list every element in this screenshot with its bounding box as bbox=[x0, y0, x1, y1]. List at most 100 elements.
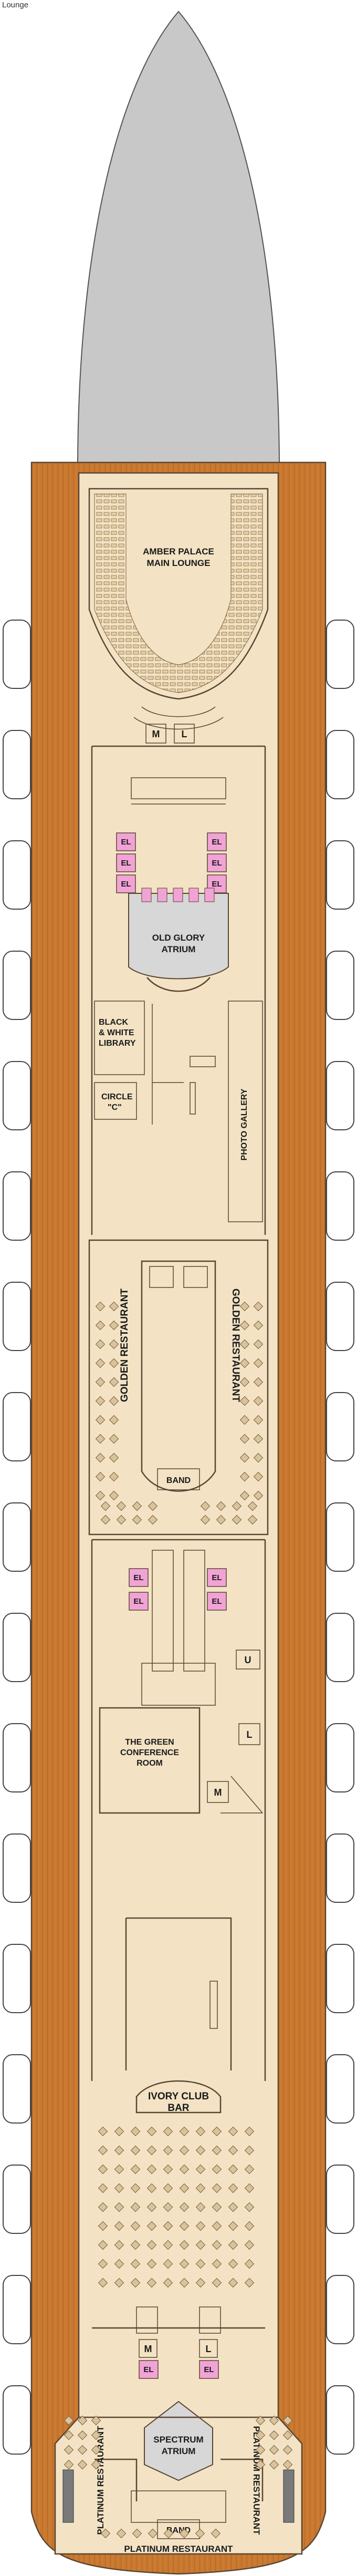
bow-section bbox=[77, 11, 280, 463]
lifeboat-icon bbox=[3, 1502, 31, 1572]
lifeboat-icon bbox=[3, 1723, 31, 1792]
lifeboat-icon bbox=[326, 620, 354, 689]
elevator-label: EL bbox=[212, 1573, 222, 1582]
lifeboat-icon bbox=[326, 1944, 354, 2013]
deck-title: Lounge bbox=[2, 1, 28, 9]
lifeboat-icon bbox=[3, 2165, 31, 2234]
lifeboat-icon bbox=[3, 1944, 31, 2013]
platinum-restaurant-label-left: PLATINUM RESTAURANT bbox=[96, 2426, 106, 2535]
ship-interior bbox=[54, 472, 303, 2555]
elevator-label: EL bbox=[212, 880, 222, 889]
circle-c-label-1: CIRCLE bbox=[101, 1093, 133, 1101]
lifeboat-icon bbox=[326, 1392, 354, 1461]
elevator-label: EL bbox=[204, 2365, 214, 2374]
restrooms-forward: M L bbox=[145, 724, 195, 744]
elevator-label: EL bbox=[143, 2365, 153, 2374]
old-glory-atrium: OLD GLORY ATRIUM bbox=[128, 888, 229, 992]
ivory-club-bar: IVORY CLUB BAR bbox=[98, 1917, 255, 2288]
lifeboat-icon bbox=[326, 1833, 354, 1903]
golden-band-label: BAND bbox=[166, 1476, 191, 1485]
lifeboat-icon bbox=[326, 730, 354, 799]
elevator-icon: EL bbox=[207, 1568, 227, 1587]
lifeboat-icon bbox=[3, 1392, 31, 1461]
men-restroom-fwd: M bbox=[152, 729, 160, 739]
stairs-aft bbox=[92, 2306, 265, 2334]
green-room-label-3: ROOM bbox=[136, 1759, 163, 1768]
lifeboat-icon bbox=[326, 840, 354, 910]
lifeboat-icon bbox=[326, 1282, 354, 1351]
lifeboat-icon bbox=[3, 2275, 31, 2344]
lifeboat-icon bbox=[3, 1833, 31, 1903]
mid-services: U bbox=[91, 1539, 266, 2081]
lifeboat-icon bbox=[3, 1061, 31, 1130]
elevator-icon: EL bbox=[129, 1592, 149, 1611]
lifeboat-icon bbox=[3, 2054, 31, 2124]
elevators-aft: EL EL bbox=[139, 2360, 219, 2379]
amber-palace-label-1: AMBER PALACE bbox=[143, 547, 214, 557]
elevator-icon: EL bbox=[116, 874, 136, 893]
elevator-icon: EL bbox=[207, 1592, 227, 1611]
elevator-icon: EL bbox=[116, 832, 136, 851]
ladies-restroom-mid: L bbox=[247, 1729, 253, 1740]
lifeboat-icon bbox=[326, 2165, 354, 2234]
lifeboat-icon bbox=[3, 1171, 31, 1241]
lifeboat-icon bbox=[3, 951, 31, 1020]
spectrum-label-1: SPECTRUM bbox=[153, 2435, 203, 2445]
elevator-icon: EL bbox=[129, 1568, 149, 1587]
unisex-restroom: U bbox=[245, 1655, 251, 1665]
lifeboats bbox=[3, 620, 354, 2455]
green-room-label-1: THE GREEN bbox=[125, 1738, 174, 1747]
elevator-label: EL bbox=[212, 1597, 222, 1606]
library-label-1: BLACK bbox=[99, 1018, 128, 1027]
platinum-restaurant: BAND PLATINUM RESTAURANT PLATINUM RESTAU… bbox=[62, 2415, 295, 2554]
lifeboat-icon bbox=[326, 2275, 354, 2344]
library-label-3: LIBRARY bbox=[99, 1039, 136, 1048]
lifeboat-icon bbox=[326, 1613, 354, 1682]
golden-restaurant-label-left: GOLDEN RESTAURANT bbox=[119, 1289, 130, 1402]
lifeboat-icon bbox=[3, 730, 31, 799]
men-restroom-mid: M bbox=[214, 1787, 222, 1798]
photo-gallery-label: PHOTO GALLERY bbox=[240, 1088, 249, 1160]
lifeboat-icon bbox=[326, 1061, 354, 1130]
elevator-label: EL bbox=[212, 859, 222, 868]
old-glory-label-2: ATRIUM bbox=[162, 944, 196, 954]
lifeboat-icon bbox=[326, 2054, 354, 2124]
elevator-label: EL bbox=[133, 1573, 143, 1582]
elevator-icon: EL bbox=[199, 2360, 219, 2379]
lifeboat-icon bbox=[326, 1171, 354, 1241]
lifeboat-icon bbox=[3, 1613, 31, 1682]
platinum-restaurant-label-right: PLATINUM RESTAURANT bbox=[251, 2426, 261, 2535]
platinum-restaurant-label-bottom: PLATINUM RESTAURANT bbox=[124, 2544, 233, 2554]
restrooms-aft: M L bbox=[139, 2339, 218, 2358]
golden-restaurant-label-right: GOLDEN RESTAURANT bbox=[230, 1289, 241, 1402]
ivory-club-label-2: BAR bbox=[167, 2103, 189, 2114]
library-area: BLACK & WHITE LIBRARY CIRCLE "C" PHOTO G… bbox=[94, 1001, 263, 1222]
elevator-label: EL bbox=[121, 880, 131, 889]
elevators-forward: EL EL EL EL EL EL bbox=[116, 832, 227, 893]
lifeboat-icon bbox=[3, 1282, 31, 1351]
amber-palace-lounge: AMBER PALACE MAIN LOUNGE bbox=[88, 488, 269, 730]
ladies-restroom-aft: L bbox=[206, 2344, 212, 2354]
elevator-label: EL bbox=[121, 838, 131, 847]
golden-restaurant: BAND GOLDEN RESTAURANT GOLDEN RESTAURANT bbox=[88, 1239, 269, 1536]
elevators-mid: EL EL EL EL bbox=[129, 1568, 227, 1611]
library-label-2: & WHITE bbox=[99, 1028, 134, 1037]
lifeboat-icon bbox=[326, 1502, 354, 1572]
spectrum-atrium: SPECTRUM ATRIUM bbox=[144, 2400, 213, 2481]
spectrum-label-2: ATRIUM bbox=[162, 2446, 196, 2456]
elevator-icon: EL bbox=[116, 853, 136, 872]
elevator-label: EL bbox=[212, 838, 222, 847]
old-glory-label-1: OLD GLORY bbox=[152, 933, 205, 943]
ladies-restroom-fwd: L bbox=[182, 729, 187, 739]
men-restroom-aft: M bbox=[144, 2344, 152, 2354]
amber-palace-label-2: MAIN LOUNGE bbox=[147, 558, 211, 568]
elevator-icon: EL bbox=[207, 853, 227, 872]
ivory-club-label-1: IVORY CLUB bbox=[148, 2091, 209, 2102]
elevator-label: EL bbox=[121, 859, 131, 868]
lifeboat-icon bbox=[3, 620, 31, 689]
elevator-icon: EL bbox=[139, 2360, 159, 2379]
elevator-label: EL bbox=[133, 1597, 143, 1606]
lifeboat-icon bbox=[326, 2385, 354, 2455]
lifeboat-icon bbox=[326, 951, 354, 1020]
